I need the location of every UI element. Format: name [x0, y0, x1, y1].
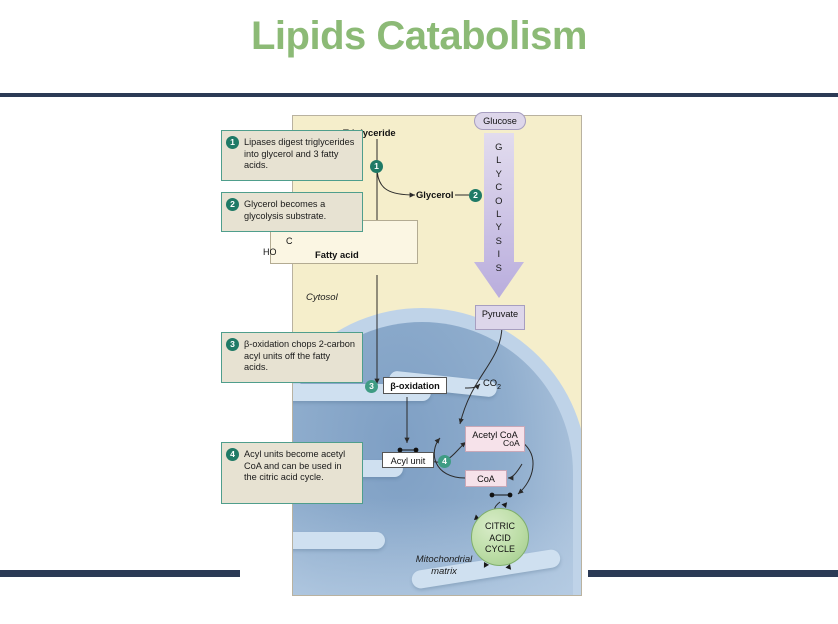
divider-top: [0, 93, 838, 97]
callout-4-text: Acyl units become acetyl CoA and can be …: [244, 449, 346, 483]
divider-bottom-right: [588, 570, 838, 577]
mitochondrial-matrix-label: Mitochondrial matrix: [389, 554, 499, 578]
acetyl-coa-box: Acetyl CoA: [465, 426, 525, 452]
glucose-label: Glucose: [474, 112, 526, 130]
callout-3-text: β-oxidation chops 2-carbon acyl units of…: [244, 339, 356, 373]
callout-1-text: Lipases digest triglycerides into glycer…: [244, 137, 355, 171]
citric-line1: CITRIC: [485, 521, 515, 531]
pyruvate-label: Pyruvate: [475, 305, 525, 330]
step-badge-3: 3: [365, 380, 378, 393]
callout-1-number: 1: [226, 136, 239, 149]
callout-2-text: Glycerol becomes a glycolysis substrate.: [244, 199, 327, 221]
step-badge-4: 4: [438, 455, 451, 468]
callout-3-number: 3: [226, 338, 239, 351]
cytosol-label: Cytosol: [306, 292, 338, 303]
triglyceride-label: Triglyceride: [343, 127, 396, 138]
acetyl-coa-sub-label: CoA: [503, 438, 520, 448]
citric-line2: ACID: [489, 532, 511, 543]
callout-4-number: 4: [226, 448, 239, 461]
citric-line3: CYCLE: [484, 544, 515, 554]
beta-oxidation-label: β-oxidation: [383, 377, 447, 394]
callout-2-number: 2: [226, 198, 239, 211]
divider-bottom-left: [0, 570, 240, 577]
step-badge-2: 2: [469, 189, 482, 202]
acyl-unit-label: Acyl unit: [382, 452, 434, 468]
matrix-label-line1: Mitochondrial: [415, 554, 473, 565]
matrix-label-line2: matrix: [431, 566, 457, 577]
acetyl-coa-label: Acetyl CoA: [472, 430, 518, 440]
fatty-acid-label: Fatty acid: [315, 249, 359, 260]
page-title: Lipids Catabolism: [251, 14, 588, 58]
lipid-catabolism-diagram: Mitochondrial matrix Cytosol: [221, 112, 594, 599]
crista: [293, 532, 385, 549]
glycerol-label: Glycerol: [416, 189, 454, 200]
coa-label: CoA: [465, 470, 507, 487]
step-badge-1: 1: [370, 160, 383, 173]
fatty-acid-carbon-label: C: [286, 236, 293, 246]
callout-3: 3 β-oxidation chops 2-carbon acyl units …: [221, 332, 363, 383]
co2-label: CO2: [483, 377, 501, 391]
callout-1: 1 Lipases digest triglycerides into glyc…: [221, 130, 363, 181]
callout-2: 2 Glycerol becomes a glycolysis substrat…: [221, 192, 363, 232]
fatty-acid-hydroxyl-label: HO: [263, 247, 277, 257]
citric-acid-cycle: CITRIC ACID CYCLE: [471, 508, 529, 566]
callout-4: 4 Acyl units become acetyl CoA and can b…: [221, 442, 363, 504]
